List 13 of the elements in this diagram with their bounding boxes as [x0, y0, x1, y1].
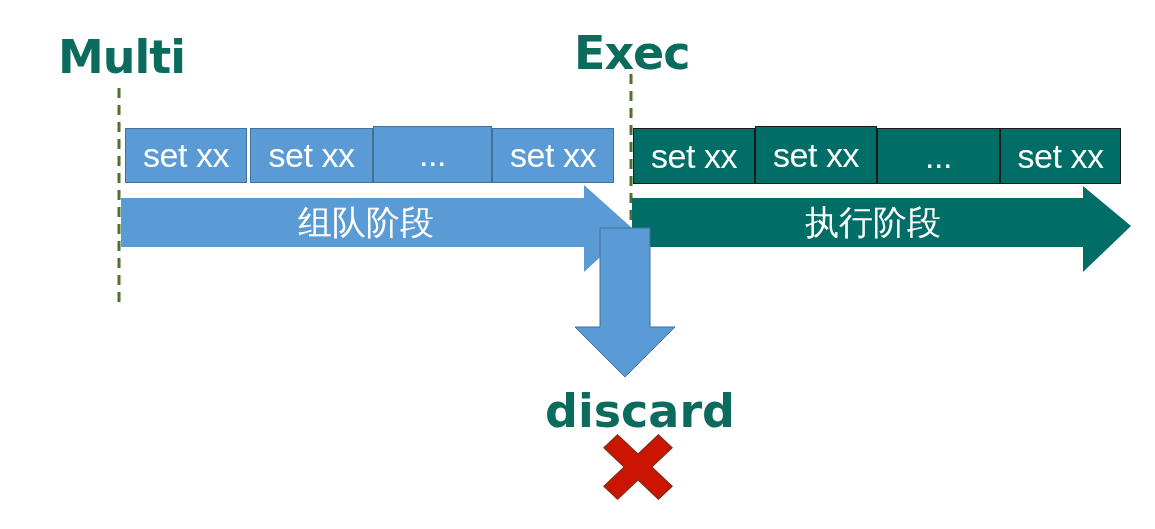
command-box: set xx: [492, 128, 614, 183]
stage-arrow: 执行阶段: [632, 186, 1131, 272]
stage-arrow: 组队阶段: [121, 185, 632, 272]
command-box: ...: [373, 126, 492, 183]
command-box: set xx: [1000, 128, 1121, 184]
command-box: set xx: [755, 126, 877, 184]
outcome-label: discard: [540, 377, 740, 432]
phase-label: Multi: [58, 34, 186, 80]
command-box: set xx: [250, 128, 373, 183]
phase-label: Exec: [574, 30, 690, 76]
command-box: set xx: [125, 128, 247, 183]
command-box: ...: [877, 128, 1000, 184]
command-box: set xx: [633, 128, 755, 184]
